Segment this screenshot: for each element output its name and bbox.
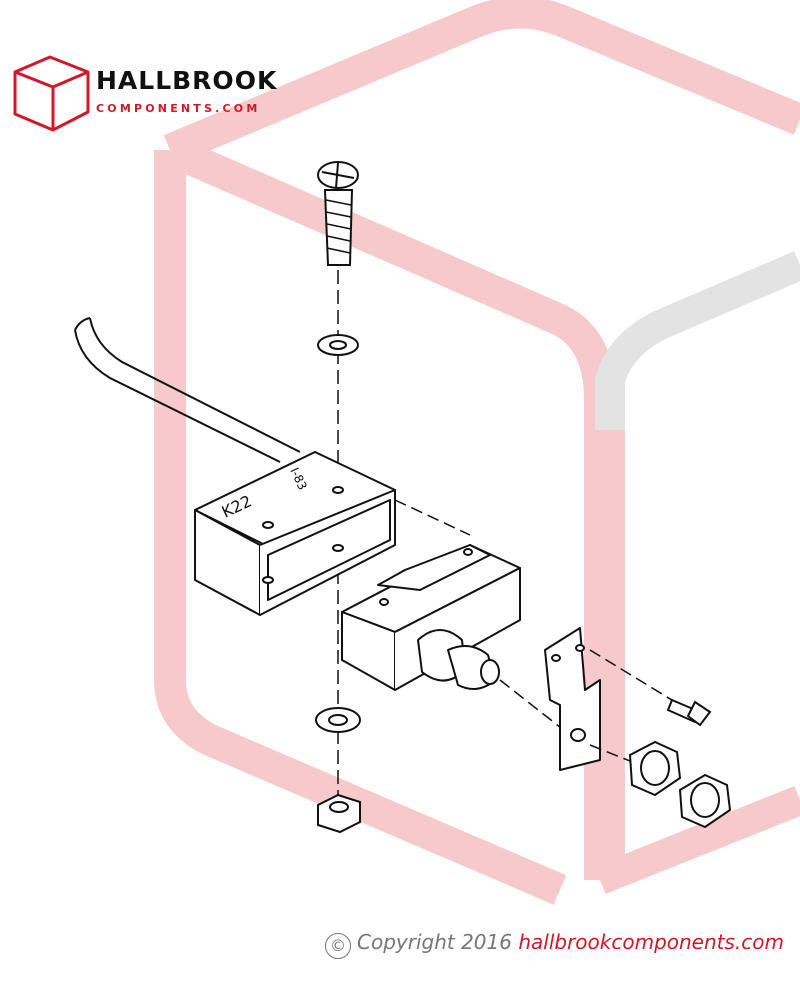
micro-switch: [341, 544, 521, 691]
cable: [74, 317, 301, 463]
switch-cover: [194, 451, 396, 616]
screw: [317, 161, 359, 266]
washer-top: [317, 334, 359, 356]
hex-nut-2: [678, 773, 732, 829]
copyright-icon: ©: [325, 933, 351, 959]
washer-bottom: [315, 707, 361, 733]
brand-tagline: COMPONENTS.COM: [96, 102, 261, 115]
bracket-screw: [666, 698, 712, 727]
copyright-footer: ©Copyright 2016 hallbrookcomponents.com: [325, 930, 784, 959]
site-link[interactable]: hallbrookcomponents.com: [518, 930, 784, 954]
hex-nut-bottom: [317, 793, 361, 834]
watermark-cube: [154, 0, 800, 905]
assembly-axis-plunger: [499, 679, 571, 736]
assembly-axis-horizontal: [394, 499, 471, 536]
hex-nut-1: [628, 740, 682, 797]
l-bracket: [544, 627, 601, 771]
cube-logo-icon: [13, 55, 90, 132]
copyright-text: Copyright 2016: [357, 930, 512, 954]
brand-name: HALLBROOK: [96, 66, 278, 95]
